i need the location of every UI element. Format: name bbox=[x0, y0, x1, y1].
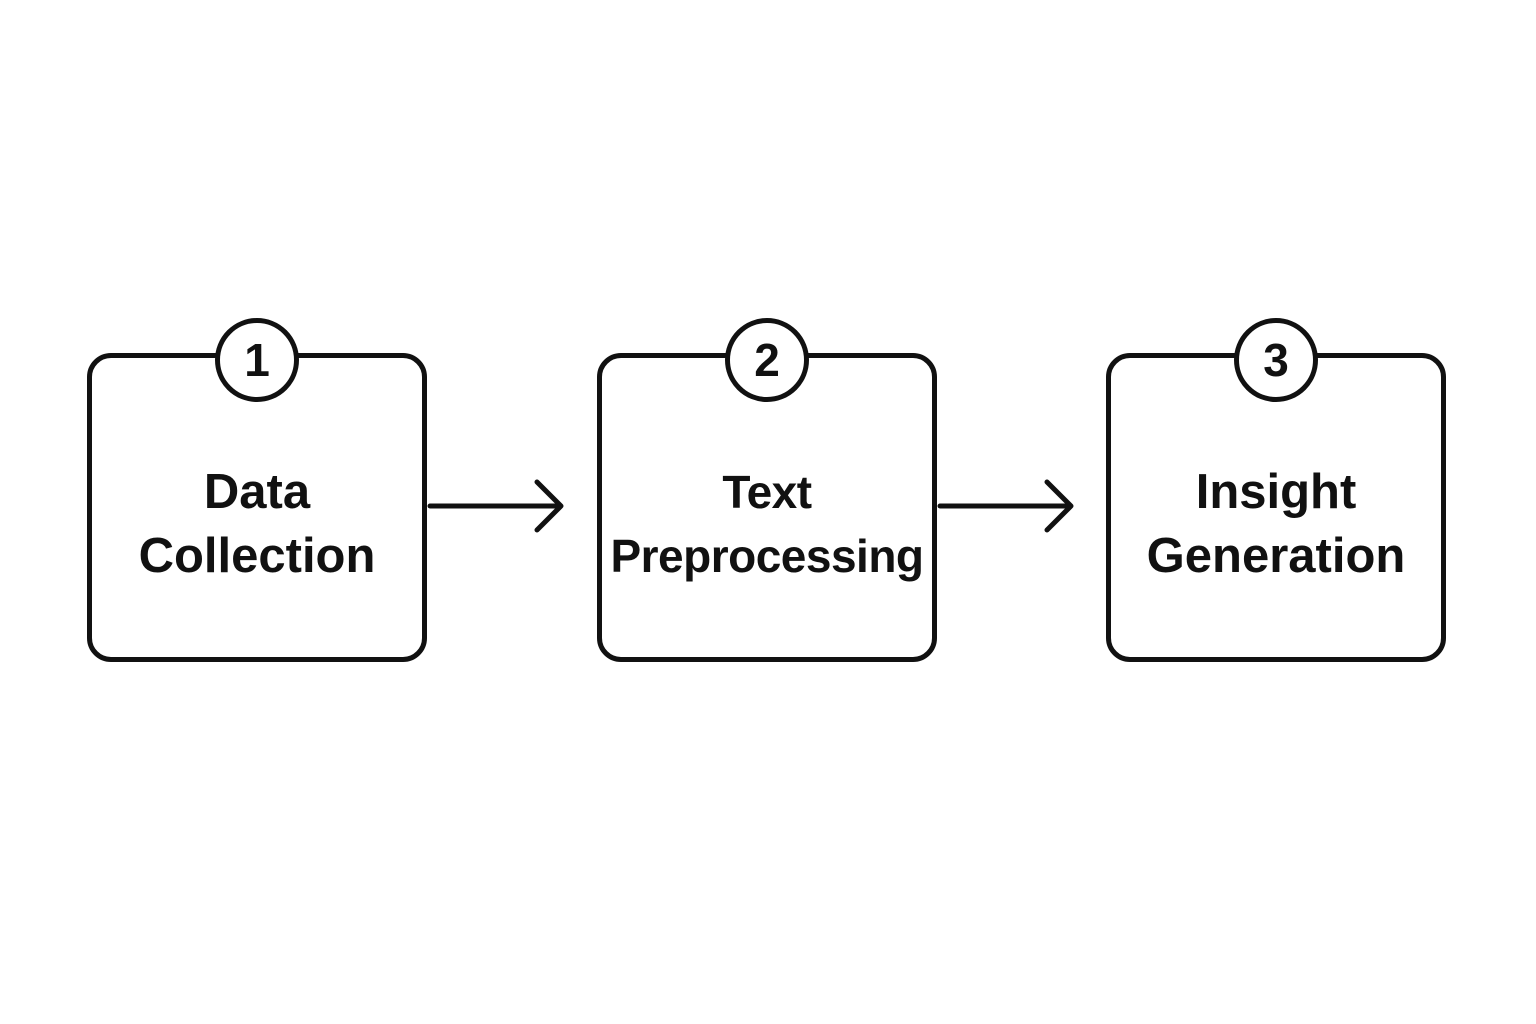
step-title-line: Preprocessing bbox=[610, 530, 924, 582]
step-title-line: Insight bbox=[1195, 465, 1357, 519]
step-title-line: Generation bbox=[1146, 529, 1406, 583]
step-title-line: Text bbox=[722, 466, 812, 518]
step-box-data-collection: Data Collection bbox=[87, 353, 427, 662]
step-title-line: Collection bbox=[138, 529, 376, 583]
arrow-right-icon bbox=[937, 479, 1074, 533]
arrow-right-icon bbox=[427, 479, 564, 533]
step-box-insight-generation: Insight Generation bbox=[1106, 353, 1446, 662]
step-title: Text Preprocessing bbox=[602, 460, 932, 588]
step-title-line: Data bbox=[203, 465, 311, 519]
step-title: Insight Generation bbox=[1111, 460, 1441, 588]
step-number-badge: 2 bbox=[725, 318, 809, 402]
step-title: Data Collection bbox=[92, 460, 422, 588]
step-number-badge: 3 bbox=[1234, 318, 1318, 402]
step-number-badge: 1 bbox=[215, 318, 299, 402]
